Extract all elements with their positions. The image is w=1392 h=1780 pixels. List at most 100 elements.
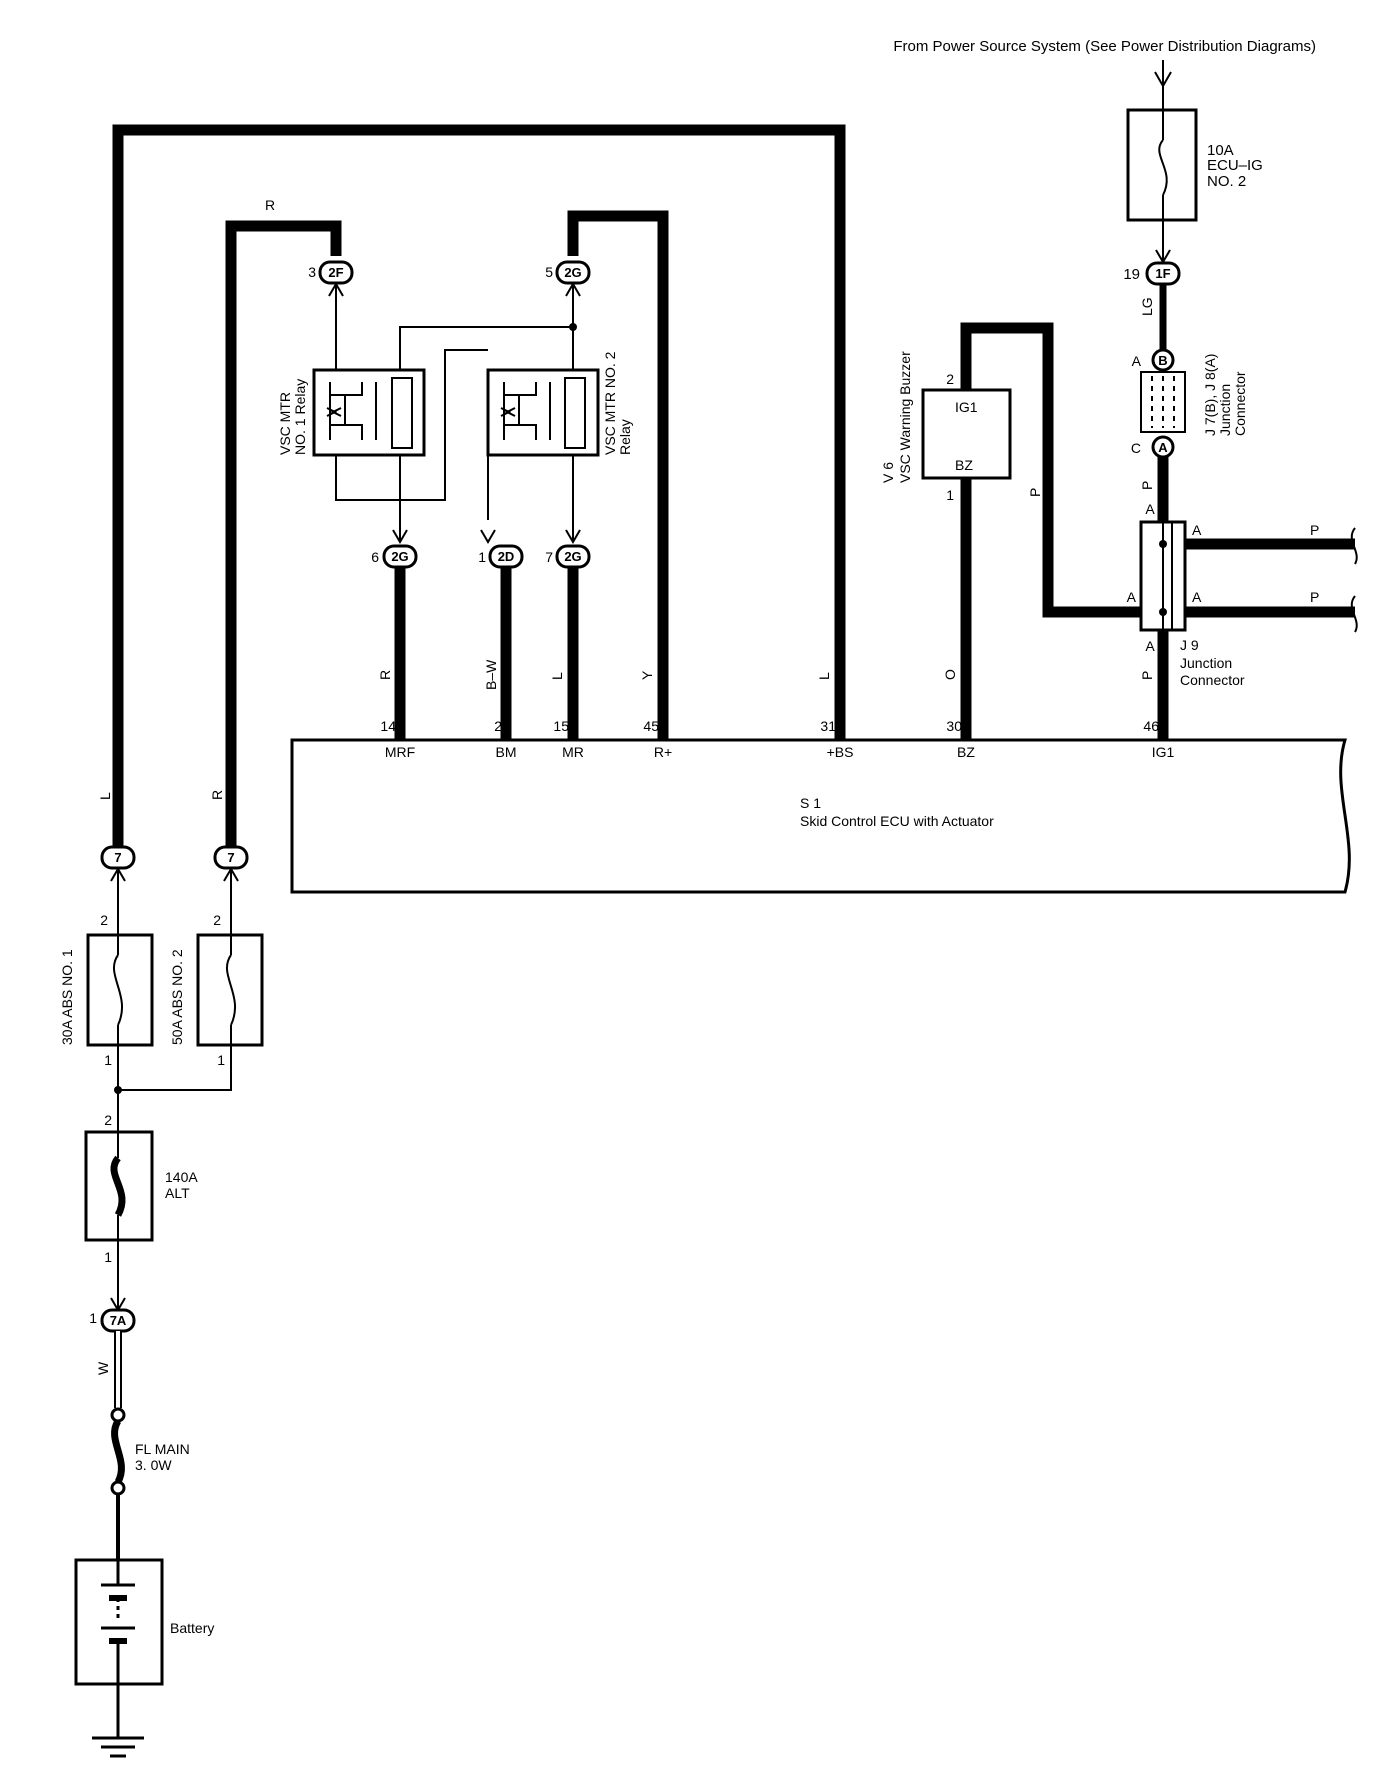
svg-text:3: 3	[308, 264, 316, 280]
fuse-element-icon	[225, 954, 237, 1026]
svg-text:7: 7	[545, 549, 553, 565]
svg-text:NO. 1 Relay: NO. 1 Relay	[292, 379, 308, 455]
connector-b	[1151, 348, 1175, 372]
svg-text:MRF: MRF	[385, 744, 415, 760]
svg-text:Junction: Junction	[1180, 655, 1232, 671]
svg-text:R: R	[377, 670, 393, 680]
svg-text:+BS: +BS	[827, 744, 854, 760]
svg-text:7: 7	[227, 850, 234, 865]
svg-text:VSC MTR NO. 2: VSC MTR NO. 2	[602, 351, 618, 455]
fusible-link-icon	[111, 1419, 125, 1484]
svg-text:30A ABS NO. 1: 30A ABS NO. 1	[59, 949, 75, 1045]
fuse-ecu-ig-name: ECU–IG	[1207, 157, 1263, 174]
svg-text:L: L	[549, 672, 565, 680]
svg-text:2: 2	[946, 371, 954, 387]
fl-main-name: FL MAIN	[135, 1441, 190, 1457]
svg-text:30: 30	[946, 718, 962, 734]
svg-text:P: P	[1139, 481, 1155, 490]
svg-text:IG1: IG1	[1152, 744, 1175, 760]
svg-text:BZ: BZ	[955, 457, 973, 473]
svg-text:L: L	[97, 792, 113, 800]
svg-text:2: 2	[104, 1112, 112, 1128]
svg-text:A: A	[1192, 522, 1202, 538]
svg-text:J 9: J 9	[1180, 637, 1199, 653]
svg-text:VSC MTR: VSC MTR	[277, 392, 293, 455]
svg-text:2: 2	[213, 912, 221, 928]
svg-text:L: L	[816, 672, 832, 680]
wire-color-lg: LG	[1139, 297, 1155, 316]
relay-contact-icon-2	[500, 407, 516, 417]
svg-text:Connector: Connector	[1180, 672, 1245, 688]
svg-text:7A: 7A	[110, 1313, 127, 1328]
svg-text:R: R	[265, 197, 275, 213]
svg-text:A: A	[1158, 440, 1168, 455]
svg-text:A: A	[1132, 353, 1142, 369]
svg-text:2: 2	[100, 912, 108, 928]
svg-text:1F: 1F	[1155, 266, 1170, 281]
ecu-name: Skid Control ECU with Actuator	[800, 813, 994, 829]
svg-text:A: A	[1192, 589, 1202, 605]
svg-text:O: O	[942, 669, 958, 680]
svg-text:14: 14	[380, 718, 396, 734]
skid-control-ecu	[290, 738, 1351, 894]
svg-text:MR: MR	[562, 744, 584, 760]
svg-text:P: P	[1310, 522, 1319, 538]
fl-main-size: 3. 0W	[135, 1457, 172, 1473]
svg-text:P: P	[1027, 488, 1043, 497]
svg-text:1: 1	[104, 1052, 112, 1068]
svg-text:2: 2	[494, 718, 502, 734]
svg-text:C: C	[1131, 440, 1141, 456]
junction-j7-j8	[1140, 371, 1186, 433]
relay-contact-icon	[326, 407, 342, 417]
svg-text:W: W	[95, 1361, 111, 1375]
ground-icon	[92, 1736, 144, 1758]
svg-text:IG1: IG1	[955, 399, 978, 415]
svg-text:2D: 2D	[498, 549, 515, 564]
svg-text:140A: 140A	[165, 1169, 198, 1185]
fuse-ecu-ig-rating: 10A	[1207, 142, 1234, 159]
pin-19: 19	[1123, 266, 1140, 283]
svg-text:V 6: V 6	[880, 462, 896, 483]
svg-text:1: 1	[946, 487, 954, 503]
svg-text:VSC Warning Buzzer: VSC Warning Buzzer	[897, 351, 913, 483]
battery-label: Battery	[170, 1620, 214, 1636]
svg-text:A: A	[1145, 501, 1155, 517]
fuse-element-icon	[1158, 139, 1168, 196]
svg-text:1: 1	[478, 549, 486, 565]
svg-text:2G: 2G	[564, 549, 581, 564]
svg-text:2G: 2G	[564, 265, 581, 280]
svg-text:2F: 2F	[328, 265, 343, 280]
svg-text:B–W: B–W	[483, 659, 499, 690]
fuse-element-icon	[112, 954, 124, 1026]
power-source-note: From Power Source System (See Power Dist…	[893, 38, 1316, 55]
svg-text:7: 7	[114, 850, 121, 865]
svg-text:R: R	[209, 790, 225, 800]
svg-text:B: B	[1158, 353, 1167, 368]
svg-text:1: 1	[217, 1052, 225, 1068]
svg-text:1: 1	[104, 1249, 112, 1265]
svg-text:31: 31	[820, 718, 836, 734]
svg-text:P: P	[1139, 671, 1155, 680]
svg-text:ALT: ALT	[165, 1185, 190, 1201]
fuse-ecu-ig-no: NO. 2	[1207, 173, 1246, 190]
svg-text:Connector: Connector	[1232, 371, 1248, 436]
svg-text:R+: R+	[654, 744, 672, 760]
svg-text:5: 5	[545, 264, 553, 280]
svg-text:A: A	[1127, 589, 1137, 605]
svg-text:BZ: BZ	[957, 744, 975, 760]
svg-text:50A ABS NO. 2: 50A ABS NO. 2	[169, 949, 185, 1045]
svg-text:Relay: Relay	[617, 419, 633, 455]
svg-text:J 7(B), J 8(A): J 7(B), J 8(A)	[1202, 354, 1218, 436]
ecu-code: S 1	[800, 795, 821, 811]
svg-text:1: 1	[89, 1310, 97, 1326]
svg-text:45: 45	[643, 718, 659, 734]
power-source-arrow-icon	[1154, 71, 1172, 89]
svg-text:A: A	[1145, 638, 1155, 654]
svg-text:BM: BM	[496, 744, 517, 760]
svg-text:P: P	[1310, 589, 1319, 605]
svg-text:Junction: Junction	[1217, 384, 1233, 436]
svg-text:6: 6	[371, 549, 379, 565]
fuse-element-icon	[110, 1155, 126, 1217]
svg-text:2G: 2G	[391, 549, 408, 564]
